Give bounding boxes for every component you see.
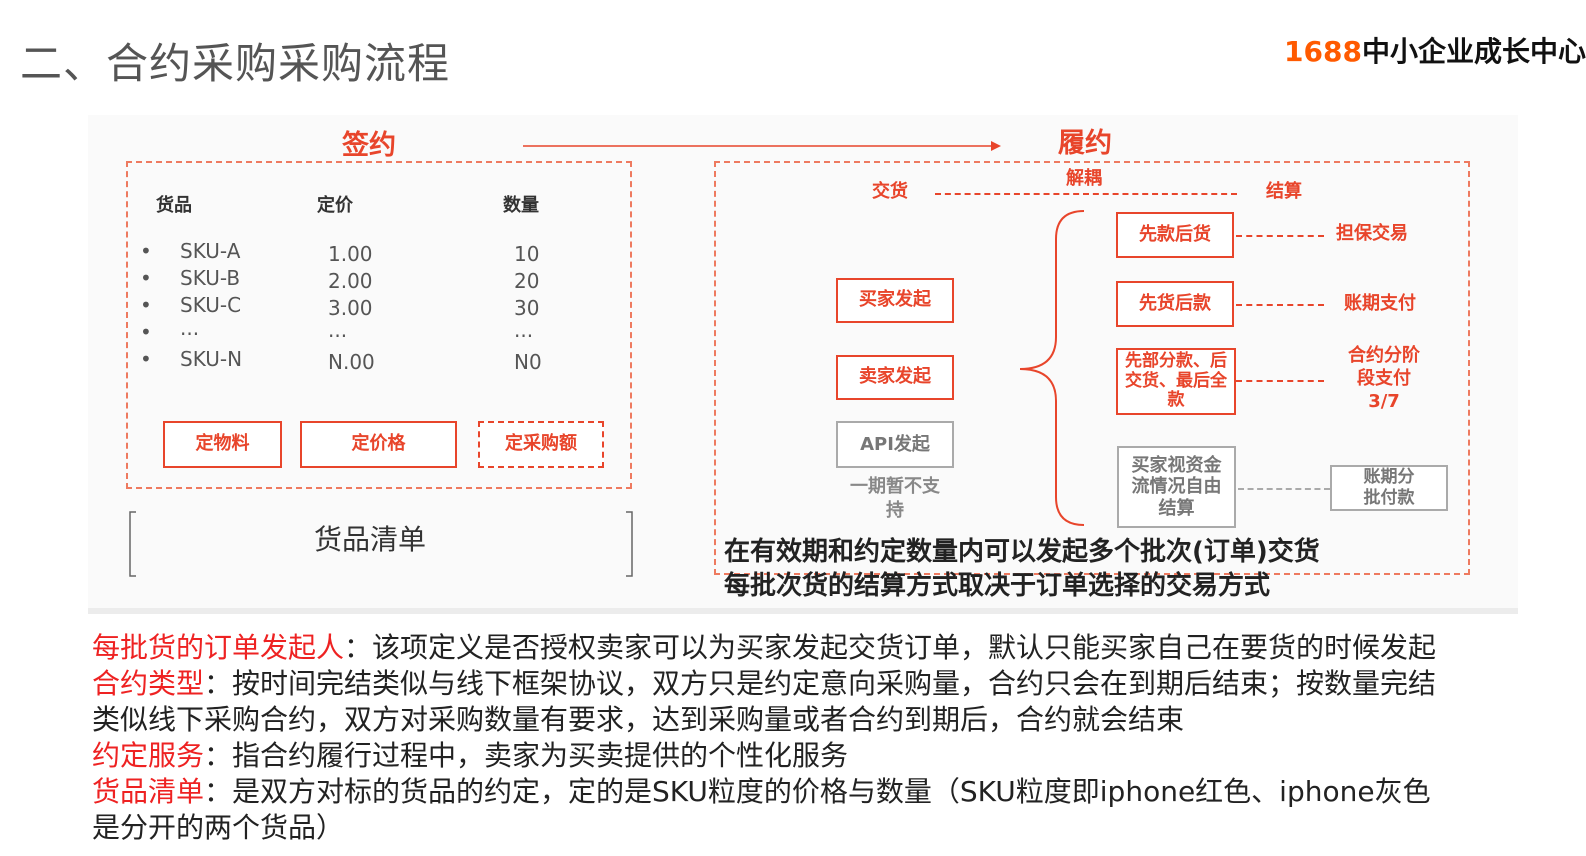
define-purchase-amount-button[interactable]: 定采购额: [478, 421, 604, 468]
desc-text: 是分开的两个货品）: [92, 811, 345, 844]
escrow-trade-label: 担保交易: [1336, 223, 1408, 244]
desc-goods-list-cont: 是分开的两个货品）: [92, 810, 344, 846]
contract-box: [126, 161, 632, 489]
sku-cell: SKU-A: [180, 239, 241, 263]
desc-text: 类似线下采购合约，双方对采购数量有要求，达到采购量或者合约到期后，合约就会结束: [92, 703, 1185, 736]
sku-cell: ...: [180, 316, 200, 340]
sign-to-fulfill-arrow: [523, 141, 1001, 151]
brand-logo: 1688中小企业成长中心: [1284, 30, 1586, 70]
desc-text: ：该项定义是否授权卖家可以为买家发起交货订单，默认只能买家自己在要货的时候发起: [344, 631, 1437, 664]
free-settlement-button[interactable]: 买家视资金流情况自由结算: [1117, 446, 1236, 528]
decouple-line: [935, 193, 1237, 195]
desc-initiator: 每批货的订单发起人：该项定义是否授权卖家可以为买家发起交货订单，默认只能买家自己…: [92, 630, 1436, 666]
price-cell: 1.00: [328, 242, 373, 266]
fulfill-title: 履约: [1058, 128, 1112, 159]
connector-line: [1236, 304, 1324, 306]
connector-line: [1238, 488, 1330, 490]
goods-first-button[interactable]: 先货后款: [1116, 281, 1234, 327]
page-title: 二、合约采购采购流程: [20, 39, 451, 88]
desc-key: 每批货的订单发起人: [92, 631, 345, 664]
api-initiate-button[interactable]: API发起: [836, 421, 954, 468]
desc-key: 货品清单: [92, 775, 205, 808]
curly-brace: [1019, 210, 1085, 526]
fulfillment-box: [714, 161, 1470, 575]
header-quantity: 数量: [503, 195, 539, 216]
buyer-initiate-button[interactable]: 买家发起: [836, 278, 954, 323]
sku-cell: SKU-B: [180, 266, 241, 290]
desc-key: 合约类型: [92, 667, 205, 700]
desc-text: ：指合约履行过程中，卖家为买卖提供的个性化服务: [204, 739, 849, 772]
sku-cell: SKU-N: [180, 347, 243, 371]
logo-text: 中小企业成长中心: [1361, 35, 1586, 68]
define-material-button[interactable]: 定物料: [163, 421, 282, 468]
qty-cell: 10: [514, 242, 540, 266]
note-line-2: 每批次货的结算方式取决于订单选择的交易方式: [724, 571, 1271, 601]
credit-payment-label: 账期支付: [1344, 293, 1416, 314]
price-cell: ...: [328, 318, 348, 342]
desc-text: ：按时间完结类似与线下框架协议，双方只是约定意向采购量，合约只会在到期后结束；按…: [204, 667, 1437, 700]
pay-first-button[interactable]: 先款后货: [1116, 212, 1234, 258]
settlement-label: 结算: [1266, 181, 1302, 202]
header-goods: 货品: [156, 195, 192, 216]
desc-contract-type-cont: 类似线下采购合约，双方对采购数量有要求，达到采购量或者合约到期后，合约就会结束: [92, 702, 1184, 738]
sku-cell: SKU-C: [180, 293, 242, 317]
desc-goods-list: 货品清单：是双方对标的货品的约定，定的是SKU粒度的价格与数量（SKU粒度即ip…: [92, 774, 1431, 810]
note-line-1: 在有效期和约定数量内可以发起多个批次(订单)交货: [724, 537, 1320, 567]
logo-number: 1688: [1284, 35, 1362, 68]
define-price-button[interactable]: 定价格: [300, 421, 457, 468]
qty-cell: 30: [514, 296, 540, 320]
desc-text: ：是双方对标的货品的约定，定的是SKU粒度的价格与数量（SKU粒度即iphone…: [204, 775, 1431, 808]
qty-cell: N0: [514, 350, 542, 374]
desc-contract-type: 合约类型：按时间完结类似与线下框架协议，双方只是约定意向采购量，合约只会在到期后…: [92, 666, 1436, 702]
price-cell: N.00: [328, 350, 375, 374]
qty-cell: 20: [514, 269, 540, 293]
header-price: 定价: [317, 195, 353, 216]
staged-payment-label: 合约分阶段支付3/7: [1348, 345, 1420, 413]
goods-list-label: 货品清单: [314, 523, 427, 556]
price-cell: 2.00: [328, 269, 373, 293]
qty-cell: ...: [514, 318, 534, 342]
credit-batch-payment-button[interactable]: 账期分批付款: [1330, 465, 1448, 511]
connector-line: [1236, 380, 1324, 382]
desc-key: 约定服务: [92, 739, 205, 772]
goods-list-bracket: [129, 511, 633, 577]
api-not-supported-note: 一期暂不支持: [850, 476, 940, 522]
sign-title: 签约: [342, 130, 396, 161]
process-diagram: 签约 履约 货品 定价 数量 • SKU-A 1.00 10 • SKU-B 2…: [88, 115, 1518, 614]
staged-payment-button[interactable]: 先部分款、后交货、最后全款: [1116, 348, 1236, 415]
delivery-label: 交货: [872, 181, 908, 202]
connector-line: [1236, 235, 1324, 237]
price-cell: 3.00: [328, 296, 373, 320]
desc-service: 约定服务：指合约履行过程中，卖家为买卖提供的个性化服务: [92, 738, 848, 774]
seller-initiate-button[interactable]: 卖家发起: [836, 355, 954, 400]
decouple-label: 解耦: [1066, 168, 1102, 189]
